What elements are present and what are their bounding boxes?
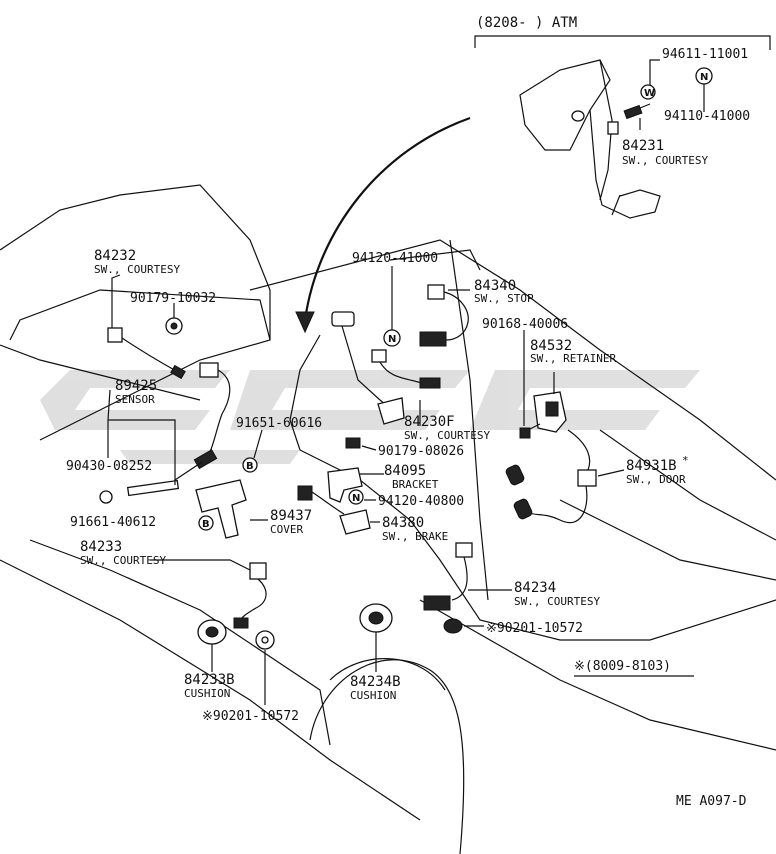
courtesy-switch-84233 [233, 562, 267, 629]
label-84232: 84232 [94, 248, 136, 264]
label-84234: 84234 [514, 580, 556, 596]
diagram-code: ME A097-D [676, 794, 747, 809]
label-84095-name: BRACKET [392, 478, 439, 491]
label-84095: 84095 [384, 463, 426, 479]
label-94611-11001: 94611-11001 [662, 47, 748, 62]
marker-b-lower: B [202, 519, 210, 530]
label-84380: 84380 [382, 515, 424, 531]
brake-pedal-assembly [331, 311, 441, 425]
leader-84931B [597, 469, 625, 477]
label-84931B: 84931B [626, 458, 677, 474]
marker-n-stop: N [388, 334, 396, 345]
marker-b-upper: B [246, 461, 254, 472]
label-89425: 89425 [115, 378, 157, 394]
leader-89425-b [108, 419, 176, 485]
leader-84232 [111, 274, 121, 328]
marker-n-brake: N [352, 493, 360, 504]
label-94120-40800: 94120-40800 [378, 494, 464, 509]
washer-90201-right [443, 618, 463, 634]
courtesy-switch-84232 [107, 317, 186, 380]
label-8009-8103: ※(8009-8103) [574, 659, 671, 674]
label-94120-41000: 94120-41000 [352, 251, 438, 266]
courtesy-switch-84231 [623, 103, 651, 120]
label-84380-name: SW., BRAKE [382, 530, 448, 543]
marker-w: W [644, 88, 655, 99]
label-84532: 84532 [530, 338, 572, 354]
vehicle-body-outline [0, 184, 776, 854]
label-84532-name: SW., RETAINER [530, 352, 616, 365]
atm-pedal-assembly [519, 59, 661, 219]
retainer-switch-84532 [519, 391, 567, 439]
label-84234B-name: CUSHION [350, 689, 396, 702]
nut-n-marker-brake [348, 489, 364, 505]
label-89437-name: COVER [270, 523, 303, 536]
label-84232-name: SW., COURTESY [94, 263, 180, 276]
cushion-84234B [359, 603, 393, 633]
marker-n-atm: N [700, 72, 708, 83]
label-84231: 84231 [622, 138, 664, 154]
label-84230F-name: SW., COURTESY [404, 429, 490, 442]
label-89437: 89437 [270, 508, 312, 524]
label-90430-08252: 90430-08252 [66, 459, 152, 474]
label-84931B-name: SW., DOOR [626, 473, 686, 486]
label-90168-40006: 90168-40006 [482, 317, 568, 332]
bracket-84095 [327, 467, 363, 503]
brake-switch-84380 [297, 485, 371, 535]
label-90179-10032: 90179-10032 [130, 291, 216, 306]
cover-89437 [195, 479, 247, 539]
atm-header: (8208- ) ATM [476, 15, 577, 31]
atm-inset-frame [474, 35, 771, 50]
leader-94611 [649, 59, 660, 85]
label-91651-60616: 91651-60616 [236, 416, 322, 431]
leader-89425 [107, 389, 111, 421]
washer-90201-left [255, 630, 275, 650]
door-switch-84931B [505, 429, 597, 524]
label-90201-10572-right: ※90201-10572 [486, 621, 583, 636]
courtesy-switch-84234 [423, 542, 473, 611]
label-84340-name: SW., STOP [474, 292, 534, 305]
stop-switch-84340 [419, 284, 469, 347]
reference-arrow [303, 116, 471, 321]
label-91661-40612: 91661-40612 [70, 515, 156, 530]
cushion-84233B [197, 619, 227, 645]
label-84931B-mark: * [682, 454, 689, 467]
label-84340: 84340 [474, 278, 516, 294]
label-94110-41000: 94110-41000 [664, 109, 750, 124]
bolt-b-marker-lower [198, 515, 214, 531]
leader-84233 [150, 559, 251, 571]
label-90201-10572-left: ※90201-10572 [202, 709, 299, 724]
label-84233B: 84233B [184, 672, 235, 688]
label-84233B-name: CUSHION [184, 687, 230, 700]
label-84231-name: SW., COURTESY [622, 154, 708, 167]
clip-90179-08026 [345, 437, 361, 449]
label-89425-name: SENSOR [115, 393, 155, 406]
label-84233-name: SW., COURTESY [80, 554, 166, 567]
arrow-head [295, 311, 315, 334]
label-84234-name: SW., COURTESY [514, 595, 600, 608]
bolt-b-marker-upper [242, 457, 258, 473]
washer-w-marker [640, 84, 656, 100]
sensor-89425 [99, 362, 231, 504]
leader-90179-08026 [361, 445, 377, 451]
label-84233: 84233 [80, 539, 122, 555]
leader-91651 [253, 429, 263, 459]
label-90179-08026: 90179-08026 [378, 444, 464, 459]
label-84230F: 84230F [404, 414, 455, 430]
label-84234B: 84234B [350, 674, 401, 690]
